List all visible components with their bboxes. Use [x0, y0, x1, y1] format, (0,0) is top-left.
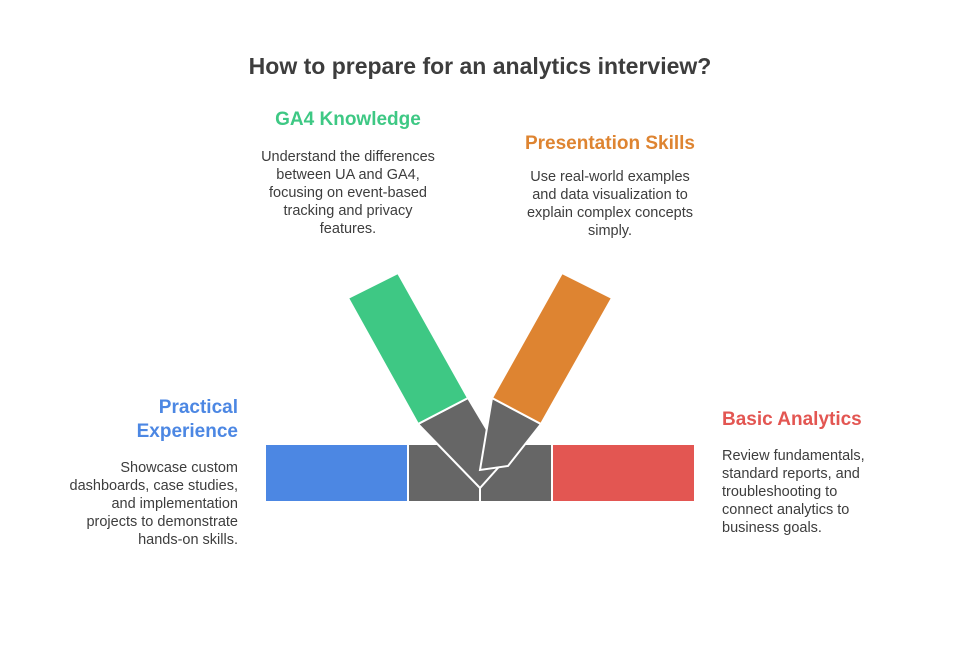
- presentation-description-line: simply.: [587, 223, 633, 239]
- presentation-bar: [490, 271, 614, 426]
- ga4-description-line: between UA and GA4,: [276, 167, 420, 183]
- ga4-description: Understand the differences between UA an…: [238, 148, 458, 238]
- basic-description-line: standard reports, and: [722, 466, 860, 482]
- presentation-heading: Presentation Skills: [524, 133, 695, 154]
- presentation-description-line: explain complex concepts: [526, 205, 694, 221]
- practical-description-line: hands-on skills.: [138, 532, 238, 548]
- basic-heading: Basic Analytics: [722, 409, 862, 430]
- practical-description-line: Showcase custom: [120, 460, 238, 476]
- basic-description-line: troubleshooting to: [722, 484, 838, 500]
- practical-bar: [264, 443, 409, 503]
- ga4-description-line: Understand the differences: [261, 149, 435, 165]
- practical-heading-line: Practical: [158, 397, 238, 418]
- basic-description-line: Review fundamentals,: [722, 448, 865, 464]
- basic-bar: [551, 443, 696, 503]
- practical-heading-line: Experience: [136, 421, 238, 442]
- ga4-heading: GA4 Knowledge: [275, 109, 421, 130]
- practical-description-line: projects to demonstrate: [86, 514, 238, 530]
- presentation-description-line: Use real-world examples: [530, 169, 690, 185]
- ga4-bar: [346, 271, 470, 426]
- ga4-description-line: features.: [319, 221, 377, 237]
- practical-description-line: and implementation: [111, 496, 238, 512]
- ga4-description-line: focusing on event-based: [269, 185, 427, 201]
- presentation-description: Use real-world examples and data visuali…: [500, 168, 720, 240]
- basic-description-line: connect analytics to: [722, 502, 850, 518]
- practical-description: Showcase custom dashboards, case studies…: [38, 459, 238, 549]
- presentation-description-line: and data visualization to: [532, 187, 688, 203]
- basic-description-line: business goals.: [722, 520, 822, 536]
- practical-description-line: dashboards, case studies,: [69, 478, 238, 494]
- diagram-title: How to prepare for an analytics intervie…: [248, 53, 712, 79]
- practical-heading: Practical Experience: [58, 396, 238, 444]
- ga4-description-line: tracking and privacy: [283, 203, 413, 219]
- basic-description: Review fundamentals, standard reports, a…: [722, 447, 922, 537]
